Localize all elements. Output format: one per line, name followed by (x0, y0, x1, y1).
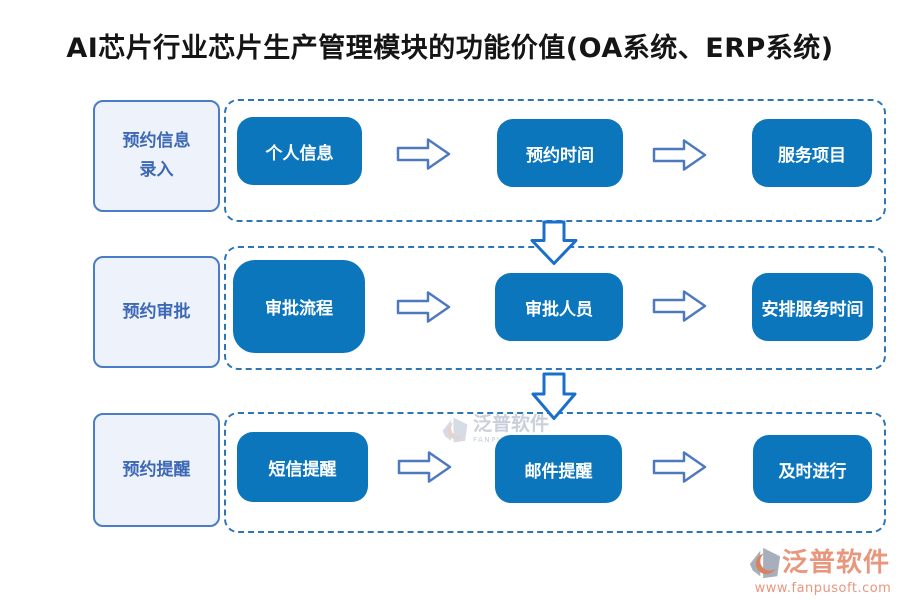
page-title: AI芯片行业芯片生产管理模块的功能价值(OA系统、ERP系统) (66, 33, 834, 64)
step-booking-time: 预约时间 (497, 119, 623, 187)
stage-label-text: 预约信息录入 (122, 131, 191, 180)
step-approval-process: 审批流程 (233, 260, 365, 353)
fanpu-logo-icon (749, 547, 781, 579)
step-text: 审批人员 (525, 299, 593, 320)
right-arrow-icon (652, 139, 707, 171)
right-arrow-icon (397, 451, 452, 483)
step-arrange-service-time: 安排服务时间 (752, 273, 873, 341)
step-text: 安排服务时间 (761, 299, 864, 320)
footer-brand-block: 泛普软件 www.fanpusoft.com (748, 545, 898, 596)
step-text: 服务项目 (778, 145, 846, 166)
step-approver: 审批人员 (495, 273, 623, 341)
step-text: 审批流程 (265, 299, 333, 319)
step-service-item: 服务项目 (752, 119, 872, 187)
stage-label-booking-reminder: 预约提醒 (93, 413, 220, 527)
step-email-reminder: 邮件提醒 (495, 435, 622, 503)
step-text: 短信提醒 (268, 459, 337, 480)
step-personal-info: 个人信息 (237, 117, 362, 185)
footer-url: www.fanpusoft.com (754, 581, 892, 596)
down-arrow-icon (531, 372, 577, 420)
fanpu-logo-icon (442, 417, 468, 443)
footer-brand-name: 泛普软件 (782, 548, 891, 578)
right-arrow-icon (396, 291, 451, 323)
step-text: 个人信息 (265, 143, 334, 164)
stage-label-booking-approval: 预约审批 (93, 256, 220, 368)
watermark-brand: 泛普软件 (473, 413, 550, 435)
step-text: 及时进行 (778, 461, 847, 482)
right-arrow-icon (652, 451, 707, 483)
step-timely-execute: 及时进行 (753, 435, 872, 503)
down-arrow-icon (530, 220, 578, 265)
stage-label-booking-info-entry: 预约信息录入 (93, 100, 220, 212)
right-arrow-icon (396, 138, 451, 170)
stage-label-text: 预约提醒 (122, 459, 191, 480)
step-text: 预约时间 (526, 145, 594, 166)
step-text: 邮件提醒 (524, 461, 593, 482)
stage-label-text: 预约审批 (122, 301, 191, 322)
step-sms-reminder: 短信提醒 (237, 432, 368, 502)
right-arrow-icon (652, 290, 707, 322)
